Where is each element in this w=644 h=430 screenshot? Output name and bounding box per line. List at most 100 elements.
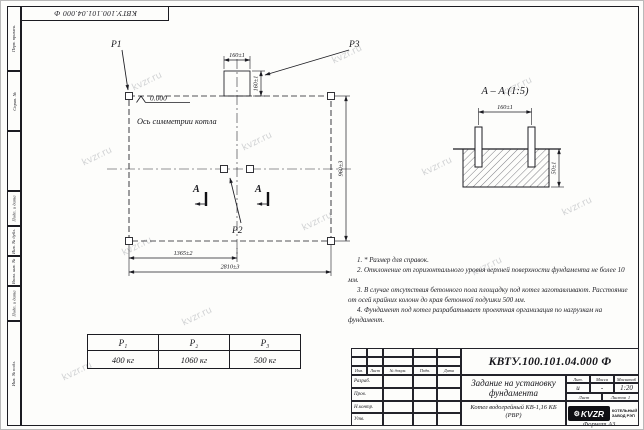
company-line2: ЗАВОД РЭП — [611, 412, 635, 418]
drawing-frame — [21, 6, 639, 426]
gear-icon: ⚙ — [573, 410, 580, 418]
tb-doc-number: КВТУ.100.101.04.000 Ф — [461, 348, 639, 375]
load-header-p2: P₂ — [158, 334, 230, 351]
tb-cell — [367, 357, 383, 366]
tb-company-cell: ⚙ KVZR КОТЕЛЬНЫЙ ЗАВОД РЭП — [566, 401, 639, 426]
point-label-p2: P2 — [231, 226, 243, 236]
stamp-podp-data-2: Подп. и дата — [7, 286, 21, 321]
tb-cell — [351, 357, 367, 366]
symmetry-axis-label: Ось симметрии котла — [137, 117, 217, 126]
tb-lit-value: и — [566, 383, 590, 393]
tb-col-izm: Изм. — [351, 366, 367, 375]
load-value-p1: 400 кг — [87, 350, 159, 369]
plan-view: 0.000 Ось симметрии котла P1 P3 P2 А А 1… — [107, 40, 360, 276]
stamp-inv-podl: Инв. № подл. — [7, 321, 21, 426]
tb-cell — [383, 413, 413, 426]
tb-cell — [437, 357, 461, 366]
top-doc-number-box: КВТУ.100.101.04.000 Ф — [21, 6, 169, 21]
anchor-bolt — [527, 126, 536, 168]
tb-cell — [437, 388, 461, 401]
tb-role-utv: Утв. — [351, 413, 383, 426]
tb-cell — [413, 357, 437, 366]
anchor-pad — [327, 92, 335, 100]
tb-cell — [383, 401, 413, 413]
section-view: А – А (1:5) 160±1 50±1 — [453, 86, 564, 188]
tb-cell — [383, 348, 413, 357]
tb-cell — [413, 413, 437, 426]
note-item: 4. Фундамент под котел разрабатывает про… — [348, 306, 603, 324]
tb-sheets-cell: Листов 1 — [602, 393, 639, 401]
anchor-pad — [220, 165, 228, 173]
dim-flue-width: 160±1 — [229, 52, 245, 59]
section-letter-right: А — [254, 184, 262, 195]
dim-half-length: 1365±2 — [174, 250, 193, 257]
stamp-vzam-inv: Взам. инв. № — [7, 256, 21, 286]
tb-cell — [413, 401, 437, 413]
section-view-title: А – А (1:5) — [481, 86, 529, 97]
tb-product: Котел водогрейный КВ-1,16 КБ (РВР) — [461, 401, 566, 426]
point-label-p1: P1 — [110, 40, 122, 50]
tb-cell — [437, 401, 461, 413]
section-letter-left: А — [192, 184, 200, 195]
anchor-bolt — [474, 126, 483, 168]
tb-mass-label: Масса — [590, 375, 614, 383]
stamp-empty — [7, 131, 21, 191]
tb-cell — [351, 348, 367, 357]
anchor-pad — [125, 237, 133, 245]
load-value-p3: 500 кг — [229, 350, 301, 369]
tb-cell — [413, 375, 437, 388]
tb-mass-value: - — [590, 383, 614, 393]
tb-cell — [383, 388, 413, 401]
note-item: 2. Отклонение от горизонтального уровня … — [348, 266, 625, 284]
dim-length: 2810±3 — [221, 264, 240, 271]
load-header-p1: P₁ — [87, 334, 159, 351]
stamp-inv-dubl: Инв. № дубл. — [7, 226, 21, 256]
dim-embed-depth: 50±1 — [551, 162, 558, 175]
tb-col-data: Дата — [437, 366, 461, 375]
tb-title: Задание на установку фундамента — [461, 375, 566, 401]
tb-cell — [437, 413, 461, 426]
leader-p3 — [264, 49, 350, 76]
leader-p1 — [121, 49, 129, 91]
tb-role-razrab: Разраб. — [351, 375, 383, 388]
tb-cell — [367, 348, 383, 357]
load-header-p3: P₃ — [229, 334, 301, 351]
load-table: P₁ P₂ P₃ 400 кг 1060 кг 500 кг — [87, 334, 301, 369]
tb-sheets-value: 1 — [627, 394, 631, 400]
stamp-sprav-no: Справ. № — [7, 71, 21, 131]
company-name: КОТЕЛЬНЫЙ ЗАВОД РЭП — [611, 407, 638, 418]
anchor-pad — [125, 92, 133, 100]
tb-cell — [437, 348, 461, 357]
tb-sheet-label: Лист — [578, 394, 590, 400]
tb-role-prov: Пров. — [351, 388, 383, 401]
format-label: Формат А3 — [583, 421, 616, 428]
notes-block: 1. * Размер для справок. 2. Отклонение о… — [348, 256, 636, 326]
point-label-p3: P3 — [348, 40, 360, 50]
stamp-perv-primen: Перв. примен. — [7, 6, 21, 71]
company-line1: КОТЕЛЬНЫЙ — [611, 407, 638, 413]
dim-flue-height: 160±1 — [253, 76, 260, 92]
tb-col-podp: Подп. — [413, 366, 437, 375]
leader-p2 — [229, 177, 242, 224]
tb-cell — [413, 348, 437, 357]
title-block: Изм. Лист № докум. Подп. Дата Разраб. Пр… — [351, 348, 639, 426]
flue-opening — [223, 70, 251, 97]
tb-sheet-cell: Лист — [566, 393, 602, 401]
tb-scale-label: Масштаб — [614, 375, 639, 383]
load-value-p2: 1060 кг — [158, 350, 230, 369]
tb-scale-value: 1:20 — [614, 383, 639, 393]
tb-col-list: Лист — [367, 366, 383, 375]
elevation-value: 0.000 — [150, 94, 167, 103]
anchor-pad — [246, 165, 254, 173]
load-table-value-row: 400 кг 1060 кг 500 кг — [87, 350, 301, 369]
dim-bolt-spacing: 160±1 — [497, 104, 513, 111]
tb-role-nkontr: Н.контр. — [351, 401, 383, 413]
tb-cell — [437, 375, 461, 388]
tb-cell — [413, 388, 437, 401]
kvzr-logo: ⚙ KVZR — [567, 406, 610, 421]
note-item: 1. * Размер для справок. — [357, 256, 429, 264]
tb-col-dokum: № докум. — [383, 366, 413, 375]
tb-cell — [383, 375, 413, 388]
